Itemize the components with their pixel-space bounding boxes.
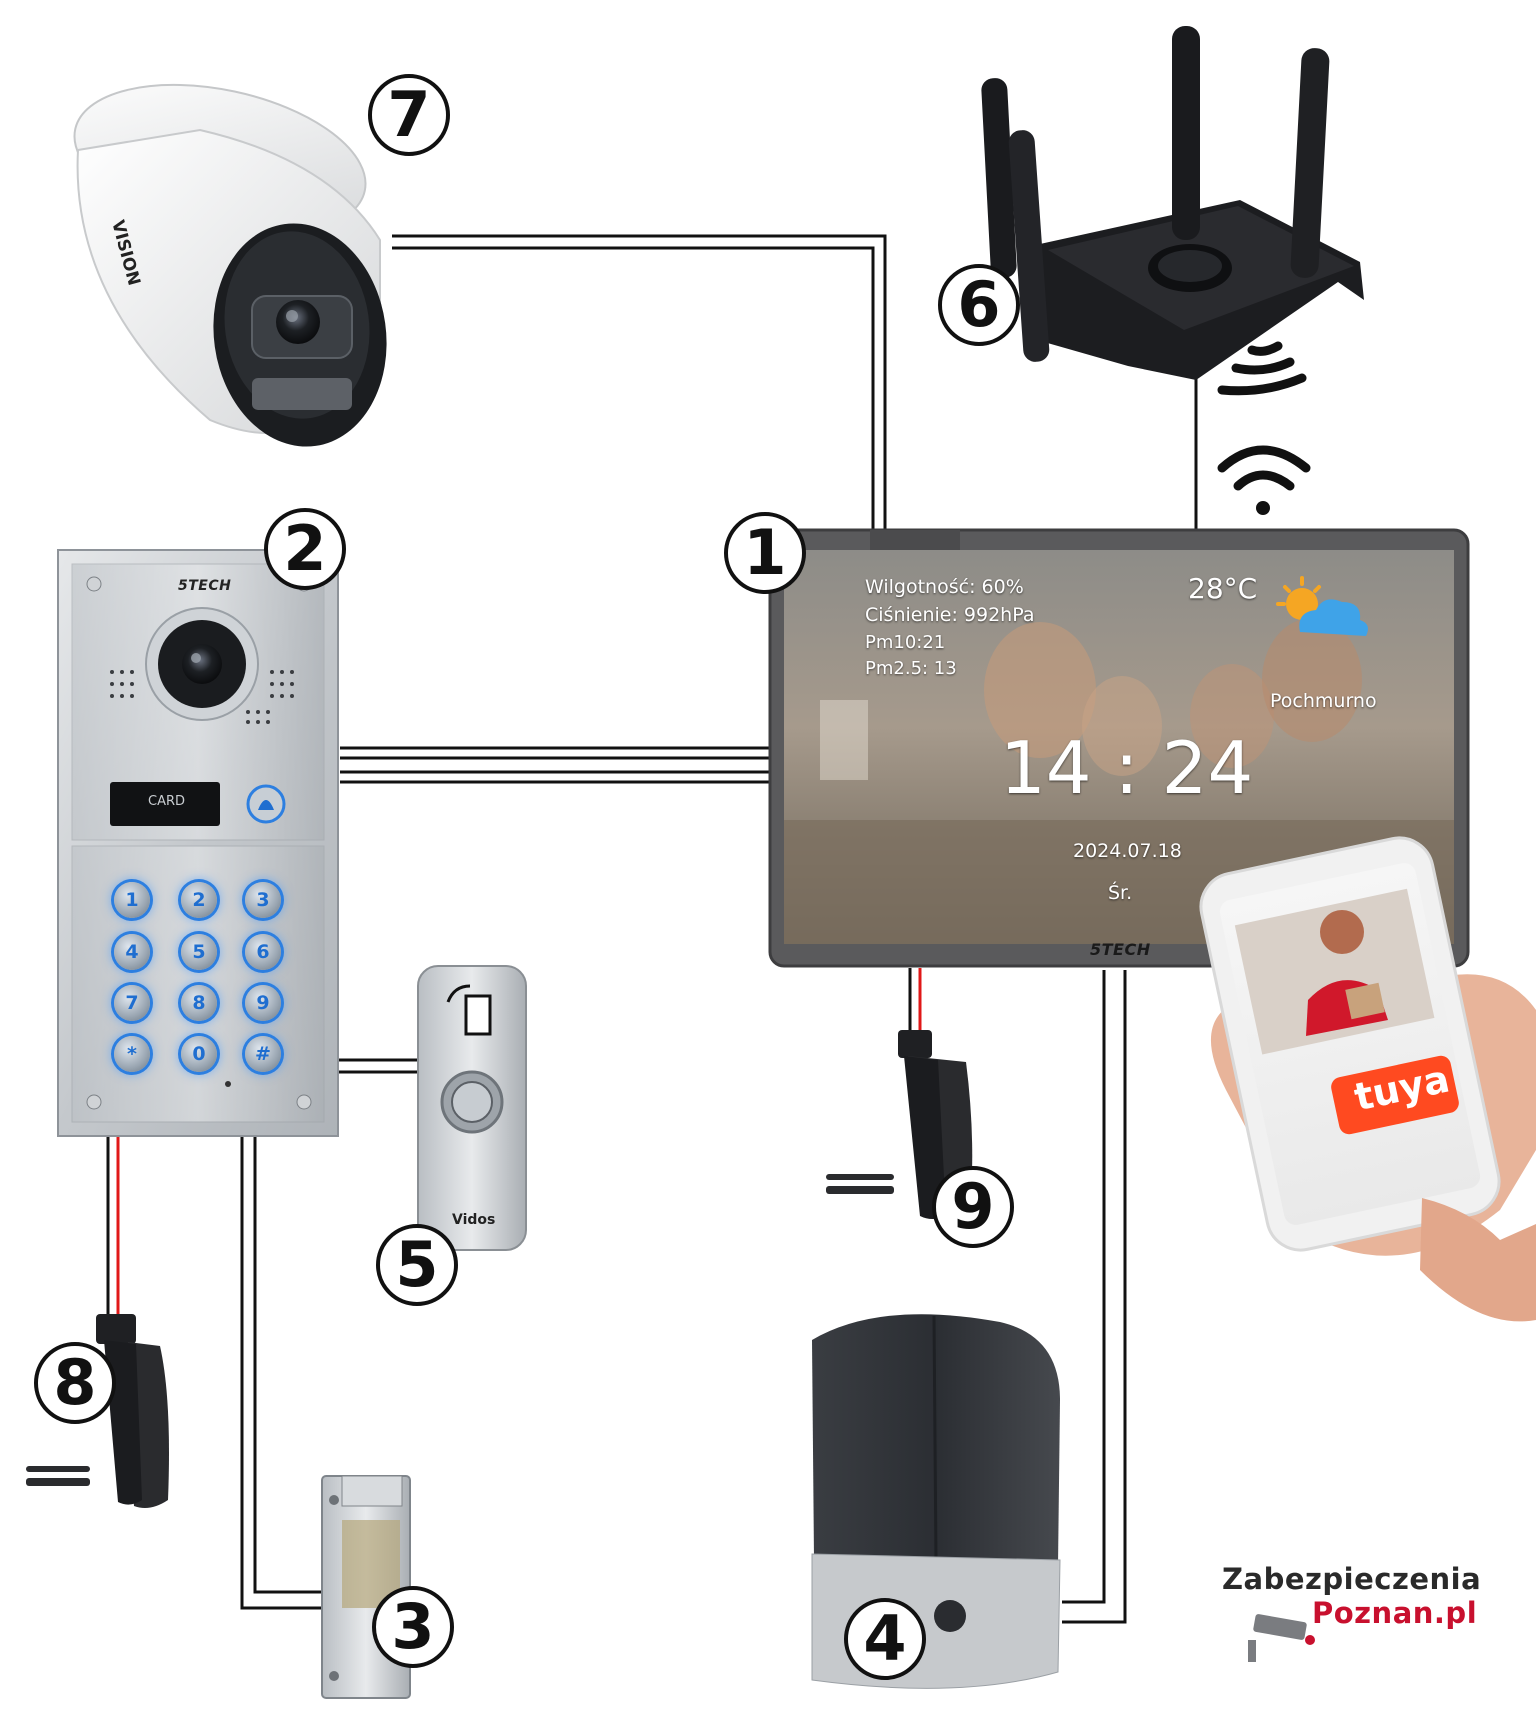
keypad-key: 2 (181, 882, 217, 918)
keypad-key: 1 (114, 882, 150, 918)
pm10-reading: Pm10:21 (865, 632, 946, 653)
wire-station-strike-1 (240, 1136, 330, 1610)
wire-station-strike-2 (253, 1136, 330, 1594)
clock-day: Śr. (1108, 882, 1133, 904)
clock-time: 14 : 24 (1000, 726, 1254, 810)
keypad-key: 8 (181, 985, 217, 1021)
wifi-signal-icon-top (1217, 341, 1307, 396)
keypad-key: 0 (181, 1036, 217, 1072)
power-wiring (106, 968, 922, 1318)
temperature-reading: 28°C (1188, 572, 1258, 605)
weather-sun-cloud-icon (1276, 576, 1368, 636)
keypad-key: 9 (245, 985, 281, 1021)
keypad-key: * (114, 1036, 150, 1072)
keypad-key: 4 (114, 934, 150, 970)
wire-camera-monitor-b (392, 246, 875, 530)
wifi-icon (1217, 445, 1311, 515)
router (981, 26, 1364, 380)
badge-gate-motor: 4 (844, 1598, 926, 1680)
badge-power-adapter-station: 8 (34, 1342, 116, 1424)
smartphone-with-hand (1199, 836, 1536, 1322)
badge-door-station: 2 (264, 508, 346, 590)
badge-camera: 7 (368, 74, 450, 156)
keypad-key: 3 (245, 882, 281, 918)
keypad-key: 6 (245, 934, 281, 970)
badge-monitor: 1 (724, 512, 806, 594)
badge-power-adapter-monitor: 9 (932, 1166, 1014, 1248)
pressure-reading: Ciśnienie: 992hPa (865, 604, 1035, 626)
wire-camera-monitor-a (392, 234, 887, 530)
weather-description: Pochmurno (1270, 690, 1377, 712)
pm25-reading: Pm2.5: 13 (865, 658, 957, 679)
badge-exit-button: 5 (376, 1224, 458, 1306)
badge-electric-strike: 3 (372, 1586, 454, 1668)
clock-date: 2024.07.18 (1073, 840, 1182, 862)
door-station-brand: 5TECH (178, 578, 232, 594)
wire-monitor-gate-1 (1062, 970, 1106, 1604)
wire-monitor-gate-2 (1062, 970, 1127, 1624)
dome-camera: VISION (73, 83, 387, 447)
cctv-camera-icon (1248, 1614, 1315, 1662)
exit-button-brand: Vidos (452, 1212, 496, 1228)
keypad-key: # (245, 1036, 281, 1072)
power-adapter-station (26, 1314, 169, 1508)
monitor-brand: 5TECH (1090, 940, 1151, 959)
badge-router: 6 (938, 264, 1020, 346)
card-reader-label: CARD (148, 794, 186, 809)
wiring (240, 234, 1198, 1624)
keypad-key: 5 (181, 934, 217, 970)
keypad-key: 7 (114, 985, 150, 1021)
exit-button (417, 965, 527, 1251)
humidity-reading: Wilgotność: 60% (865, 576, 1024, 598)
logo-line-2: Poznan.pl (1312, 1596, 1478, 1630)
logo-line-1: Zabezpieczenia (1222, 1562, 1482, 1596)
